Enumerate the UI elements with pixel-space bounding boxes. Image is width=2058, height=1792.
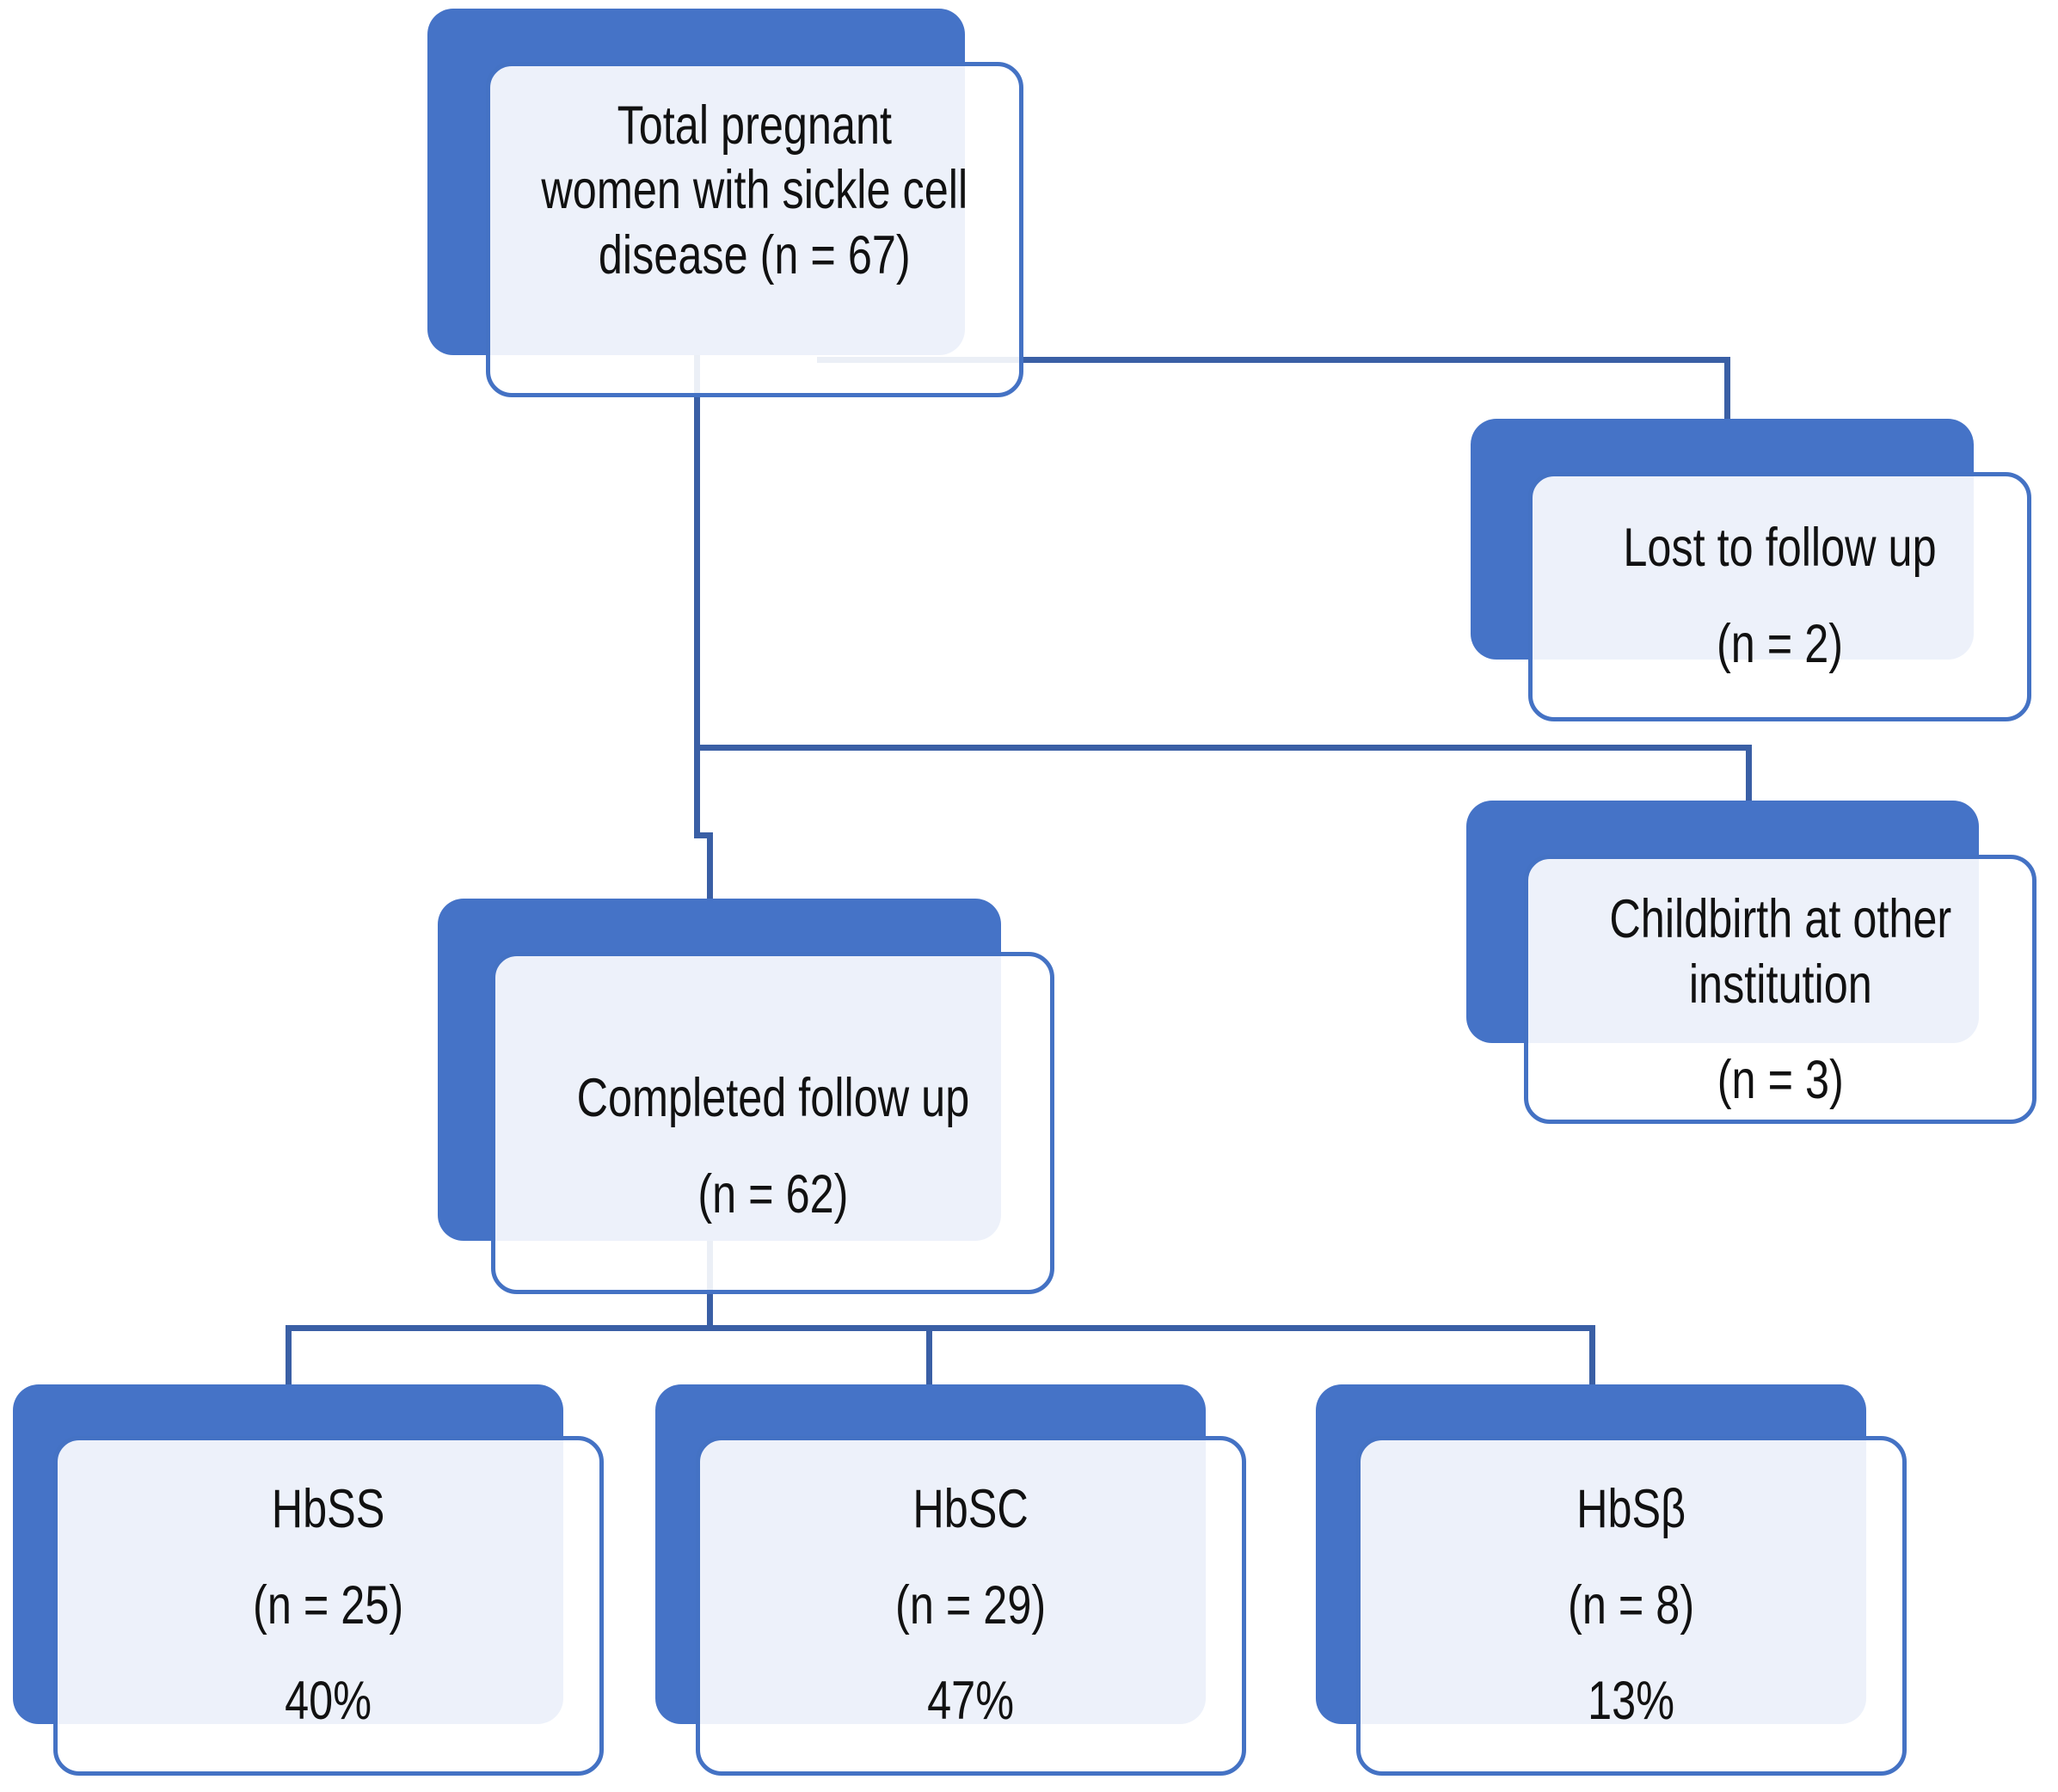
node-paragraph: (n = 25) [60,1574,598,1639]
connector-total-down-jog [694,832,713,838]
connector-total-to-lost-horizontal [817,357,1730,363]
node-text-line: institution [1688,954,1872,1015]
node-text-line: HbSβ [1576,1479,1686,1540]
node-text-line: (n = 62) [697,1164,849,1224]
connector-total-down-upper [694,353,700,838]
node-text-line: (n = 25) [253,1574,404,1636]
connector-rail-to-hbsb-drop [1589,1325,1595,1389]
node-paragraph: Lost to follow up [1534,516,2024,581]
node-text-line: Completed follow up [576,1068,969,1129]
node-paragraph: (n = 8) [1363,1574,1901,1639]
node-text-line: (n = 8) [1568,1574,1695,1636]
node-lost-card: Lost to follow up (n = 2) [1528,472,2031,721]
node-lost-text: Lost to follow up (n = 2) [1534,516,2024,677]
connector-rail-to-hbss-drop [286,1325,292,1389]
connector-total-to-childbirth-drop [1746,745,1752,807]
node-text-line: (n = 29) [895,1574,1047,1636]
node-text-line: disease (n = 67) [599,224,911,285]
node-text-line: 40% [285,1671,372,1732]
node-text-line: (n = 3) [1717,1050,1844,1111]
node-paragraph: 40% [60,1669,598,1734]
node-paragraph: (n = 29) [703,1574,1240,1639]
node-text-line: Total pregnant [617,95,893,156]
node-paragraph: 13% [1363,1669,1901,1734]
node-hbsc-text: HbSC (n = 29) 47% [703,1477,1240,1734]
node-hbsb-card: HbSβ (n = 8) 13% [1356,1436,1907,1776]
node-paragraph: (n = 62) [498,1163,1048,1228]
node-completed-text: Completed follow up (n = 62) [498,1066,1048,1227]
node-paragraph: HbSS [60,1477,598,1543]
node-paragraph: 47% [703,1669,1240,1734]
connector-total-to-childbirth-horizontal [694,745,1752,751]
node-text-line: Childbirth at other [1609,889,1951,950]
connector-rail-to-hbsc-drop [926,1325,932,1389]
node-paragraph: HbSβ [1363,1477,1901,1543]
node-text-line: 13% [1588,1671,1675,1732]
connector-total-to-lost-drop [1724,357,1730,423]
node-text-line: women with sickle cell [541,160,968,221]
node-completed-card: Completed follow up (n = 62) [491,952,1054,1294]
node-hbsc-card: HbSC (n = 29) 47% [696,1436,1246,1776]
node-hbss-card: HbSS (n = 25) 40% [53,1436,604,1776]
node-text-line: HbSS [272,1479,385,1540]
node-text-line: HbSC [912,1479,1029,1540]
node-text-line: 47% [927,1671,1015,1732]
node-text-line: (n = 2) [1716,614,1844,674]
node-hbss-text: HbSS (n = 25) 40% [60,1477,598,1734]
node-text-line: Lost to follow up [1623,518,1937,579]
node-paragraph: (n = 3) [1530,1048,2030,1114]
node-hbsb-text: HbSβ (n = 8) 13% [1363,1477,1901,1734]
node-paragraph: Completed follow up [498,1066,1048,1132]
connector-completed-rail [286,1325,1595,1331]
node-paragraph: HbSC [703,1477,1240,1543]
node-paragraph: (n = 2) [1534,612,2024,678]
